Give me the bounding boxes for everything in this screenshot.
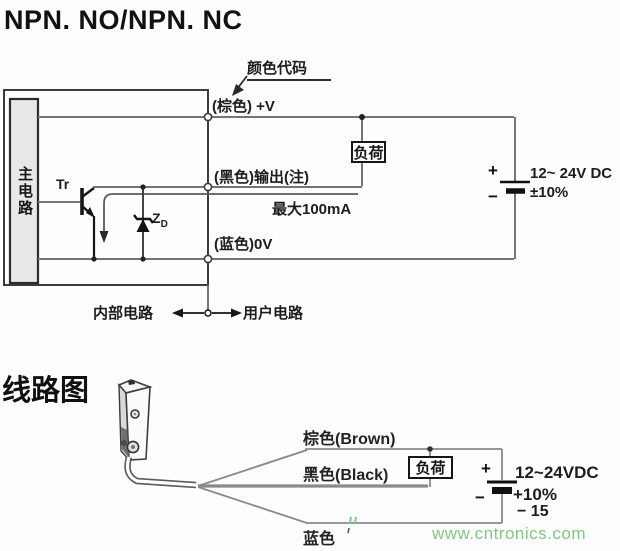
boundary-arrows: [172, 308, 242, 318]
load-current-arrow: [99, 193, 358, 243]
page-title: NPN. NO/NPN. NC: [4, 5, 243, 35]
section-title: 线路图: [2, 375, 90, 407]
battery-symbol-bottom: [487, 480, 517, 494]
zener-diode-label: ZD: [152, 210, 168, 230]
wire-brown-label-top: (棕色) +V: [212, 98, 275, 115]
battery-plus-sign-bottom: +: [481, 459, 491, 478]
battery-plus-sign-top: +: [488, 161, 498, 180]
supply-tolerance-plus-bottom: +10%: [513, 485, 557, 504]
load-box-top: 负荷: [351, 141, 386, 163]
zener-subscript: D: [160, 218, 168, 230]
wire-brown-label-bottom: 棕色(Brown): [303, 431, 396, 448]
wire-blue-label-top: (蓝色)0V: [214, 236, 273, 253]
watermark-artifact-ticks: [347, 516, 357, 534]
terminal-circles: [203, 112, 213, 264]
watermark: www.cntronics.com: [432, 524, 586, 543]
transistor-symbol: [80, 187, 96, 259]
supply-tolerance-minus-bottom: − 15: [517, 503, 549, 520]
battery-minus-sign-bottom: −: [475, 488, 485, 507]
supply-tolerance-top: ±10%: [530, 184, 569, 201]
user-circuit-label: 用户电路: [243, 305, 304, 322]
main-circuit-outer-box: [3, 89, 209, 286]
bottom-wires: [197, 448, 503, 524]
zener-diode-symbol: [133, 188, 154, 259]
sensor-illustration: [117, 379, 197, 489]
transistor-label: Tr: [56, 176, 70, 192]
supply-voltage-top: 12~ 24V DC: [530, 165, 613, 182]
battery-symbol-top: [500, 180, 530, 194]
junction-dots-top: [91, 114, 365, 262]
junction-dot-bottom: [427, 446, 433, 452]
wire-blue-bottom-diagonal: [197, 486, 308, 524]
wire-black-label-top: (黑色)输出(注): [214, 169, 309, 186]
supply-voltage-bottom: 12~24VDC: [515, 463, 599, 482]
internal-circuit-label: 内部电路: [93, 305, 154, 322]
battery-minus-sign-top: −: [488, 187, 498, 206]
top-wires: [38, 116, 516, 310]
load-box-bottom: 负荷: [408, 456, 453, 479]
color-code-label: 颜色代码: [247, 57, 331, 81]
color-code-arrow: [232, 75, 248, 96]
max-current-label: 最大100mA: [272, 201, 352, 218]
wire-blue-label-bottom: 蓝色: [303, 531, 336, 548]
zener-letter: Z: [152, 210, 161, 226]
wire-brown-bottom-diagonal: [197, 449, 308, 487]
wire-black-label-bottom: 黑色(Black): [303, 467, 389, 484]
main-circuit-box-label: 主电路: [16, 165, 33, 217]
